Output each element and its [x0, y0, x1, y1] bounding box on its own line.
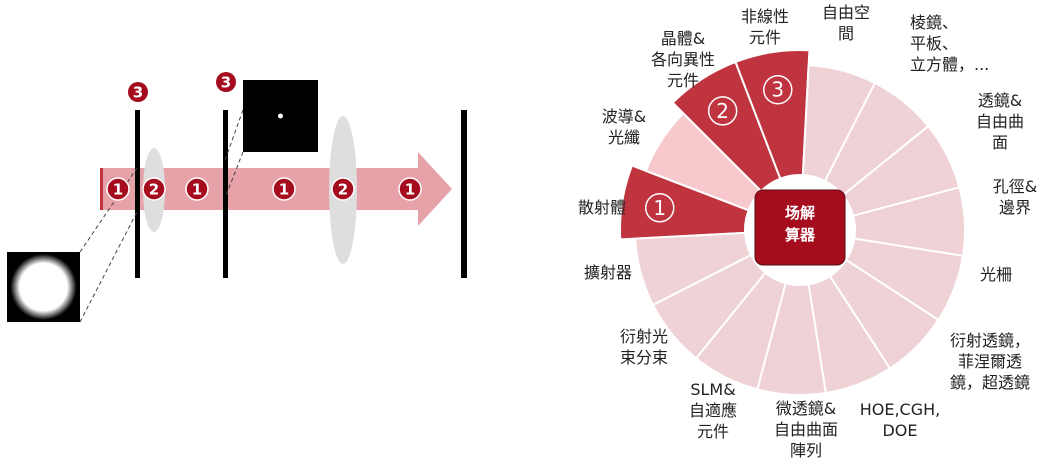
zoom-line-1 — [79, 167, 138, 253]
pinhole-dot — [278, 113, 283, 119]
wheel-label-slm: SLM&自適應元件 — [689, 380, 737, 441]
wheel-label-lens: 透鏡&自由曲面 — [976, 91, 1024, 152]
svg-text:1: 1 — [279, 181, 289, 199]
wheel-badge-lens: 2 — [716, 99, 729, 123]
wheel-badge-free-space: 1 — [653, 196, 666, 220]
wheel-badge-ring-free-space — [644, 193, 675, 223]
zoom-line-2 — [79, 211, 138, 323]
field-solver-label: 场解 — [785, 204, 815, 222]
wheel-label-prism: 棱鏡、平板、立方體，... — [910, 13, 989, 74]
aperture-opening — [10, 254, 77, 320]
wheel-label-diffractive-lens: 衍射透鏡，菲涅爾透鏡，超透鏡 — [950, 331, 1030, 392]
wheel-label-grating: 光柵 — [980, 265, 1012, 284]
beam-source-edge — [100, 168, 103, 210]
wheel-sector-scatterer — [756, 281, 827, 396]
aperture-badge: 3 — [128, 82, 148, 102]
wheel-label-aperture: 孔徑&邊界 — [993, 177, 1037, 217]
wheel-sector-lens — [671, 60, 782, 193]
zoom-line-3 — [224, 109, 244, 161]
beam-label-6: 1 — [398, 177, 422, 201]
wheel-sector-microlens — [851, 186, 966, 257]
field-stop-plate — [223, 110, 228, 278]
svg-text:3: 3 — [221, 74, 231, 92]
wheel-sector-prism — [644, 111, 763, 212]
zoom-line-4 — [224, 151, 244, 199]
wheel-sector-aperture — [734, 49, 811, 180]
wheel-sector-hoe — [841, 124, 961, 217]
detector-screen — [461, 110, 467, 278]
wheel-label-waveguide: 波導&光纖 — [602, 107, 646, 147]
wheel-badge-ring-lens — [707, 96, 738, 126]
wheel-badge-ring-aperture — [763, 74, 793, 105]
field-solver-label: 算器 — [785, 226, 816, 244]
svg-text:2: 2 — [338, 181, 348, 199]
aperture-plate — [135, 110, 140, 278]
beam-label-3: 1 — [185, 177, 209, 201]
wheel-label-hoe: HOE,CGH,DOE — [860, 400, 941, 440]
wheel-label-diffuser: 擴射器 — [584, 263, 632, 282]
svg-text:1: 1 — [192, 181, 202, 199]
wheel-label-nonlinear: 非線性元件 — [741, 7, 789, 47]
svg-text:1: 1 — [405, 181, 415, 199]
beam-label-5: 2 — [331, 177, 355, 201]
wheel-label-beam-splitter: 衍射光束分束 — [620, 327, 668, 367]
wheel-badge-aperture: 3 — [771, 78, 784, 102]
wheel-sector-grating — [801, 64, 877, 183]
beam-label-1: 1 — [106, 177, 130, 201]
svg-text:2: 2 — [149, 181, 159, 199]
wheel-label-scatterer: 散射體 — [578, 198, 626, 217]
wheel-sector-beam-splitter — [828, 258, 940, 370]
wheel-label-free-space: 自由空間 — [822, 3, 870, 43]
optical-path: 3 3 1 2 1 1 2 1 — [7, 72, 467, 323]
wheel-sector-nonlinear — [634, 231, 753, 307]
beam-label-2: 2 — [142, 177, 166, 201]
wheel-sector-diffractive-lens — [823, 81, 930, 197]
wheel-label-microlens: 微透鏡&自由曲面陣列 — [774, 399, 838, 460]
wheel-sector-diffuser — [807, 274, 892, 395]
svg-text:3: 3 — [133, 84, 143, 102]
wheel-sector-waveguide — [694, 271, 787, 391]
wheel-sector-slm — [844, 237, 965, 322]
beam-label-4: 1 — [272, 177, 296, 201]
wheel-sector-crystal — [651, 253, 767, 360]
wheel-label-crystal: 晶體&各向異性元件 — [651, 29, 715, 90]
stop-badge: 3 — [216, 72, 236, 92]
wheel-sector-free-space — [619, 164, 750, 241]
field-solver-box — [754, 189, 846, 266]
svg-text:1: 1 — [113, 181, 123, 199]
